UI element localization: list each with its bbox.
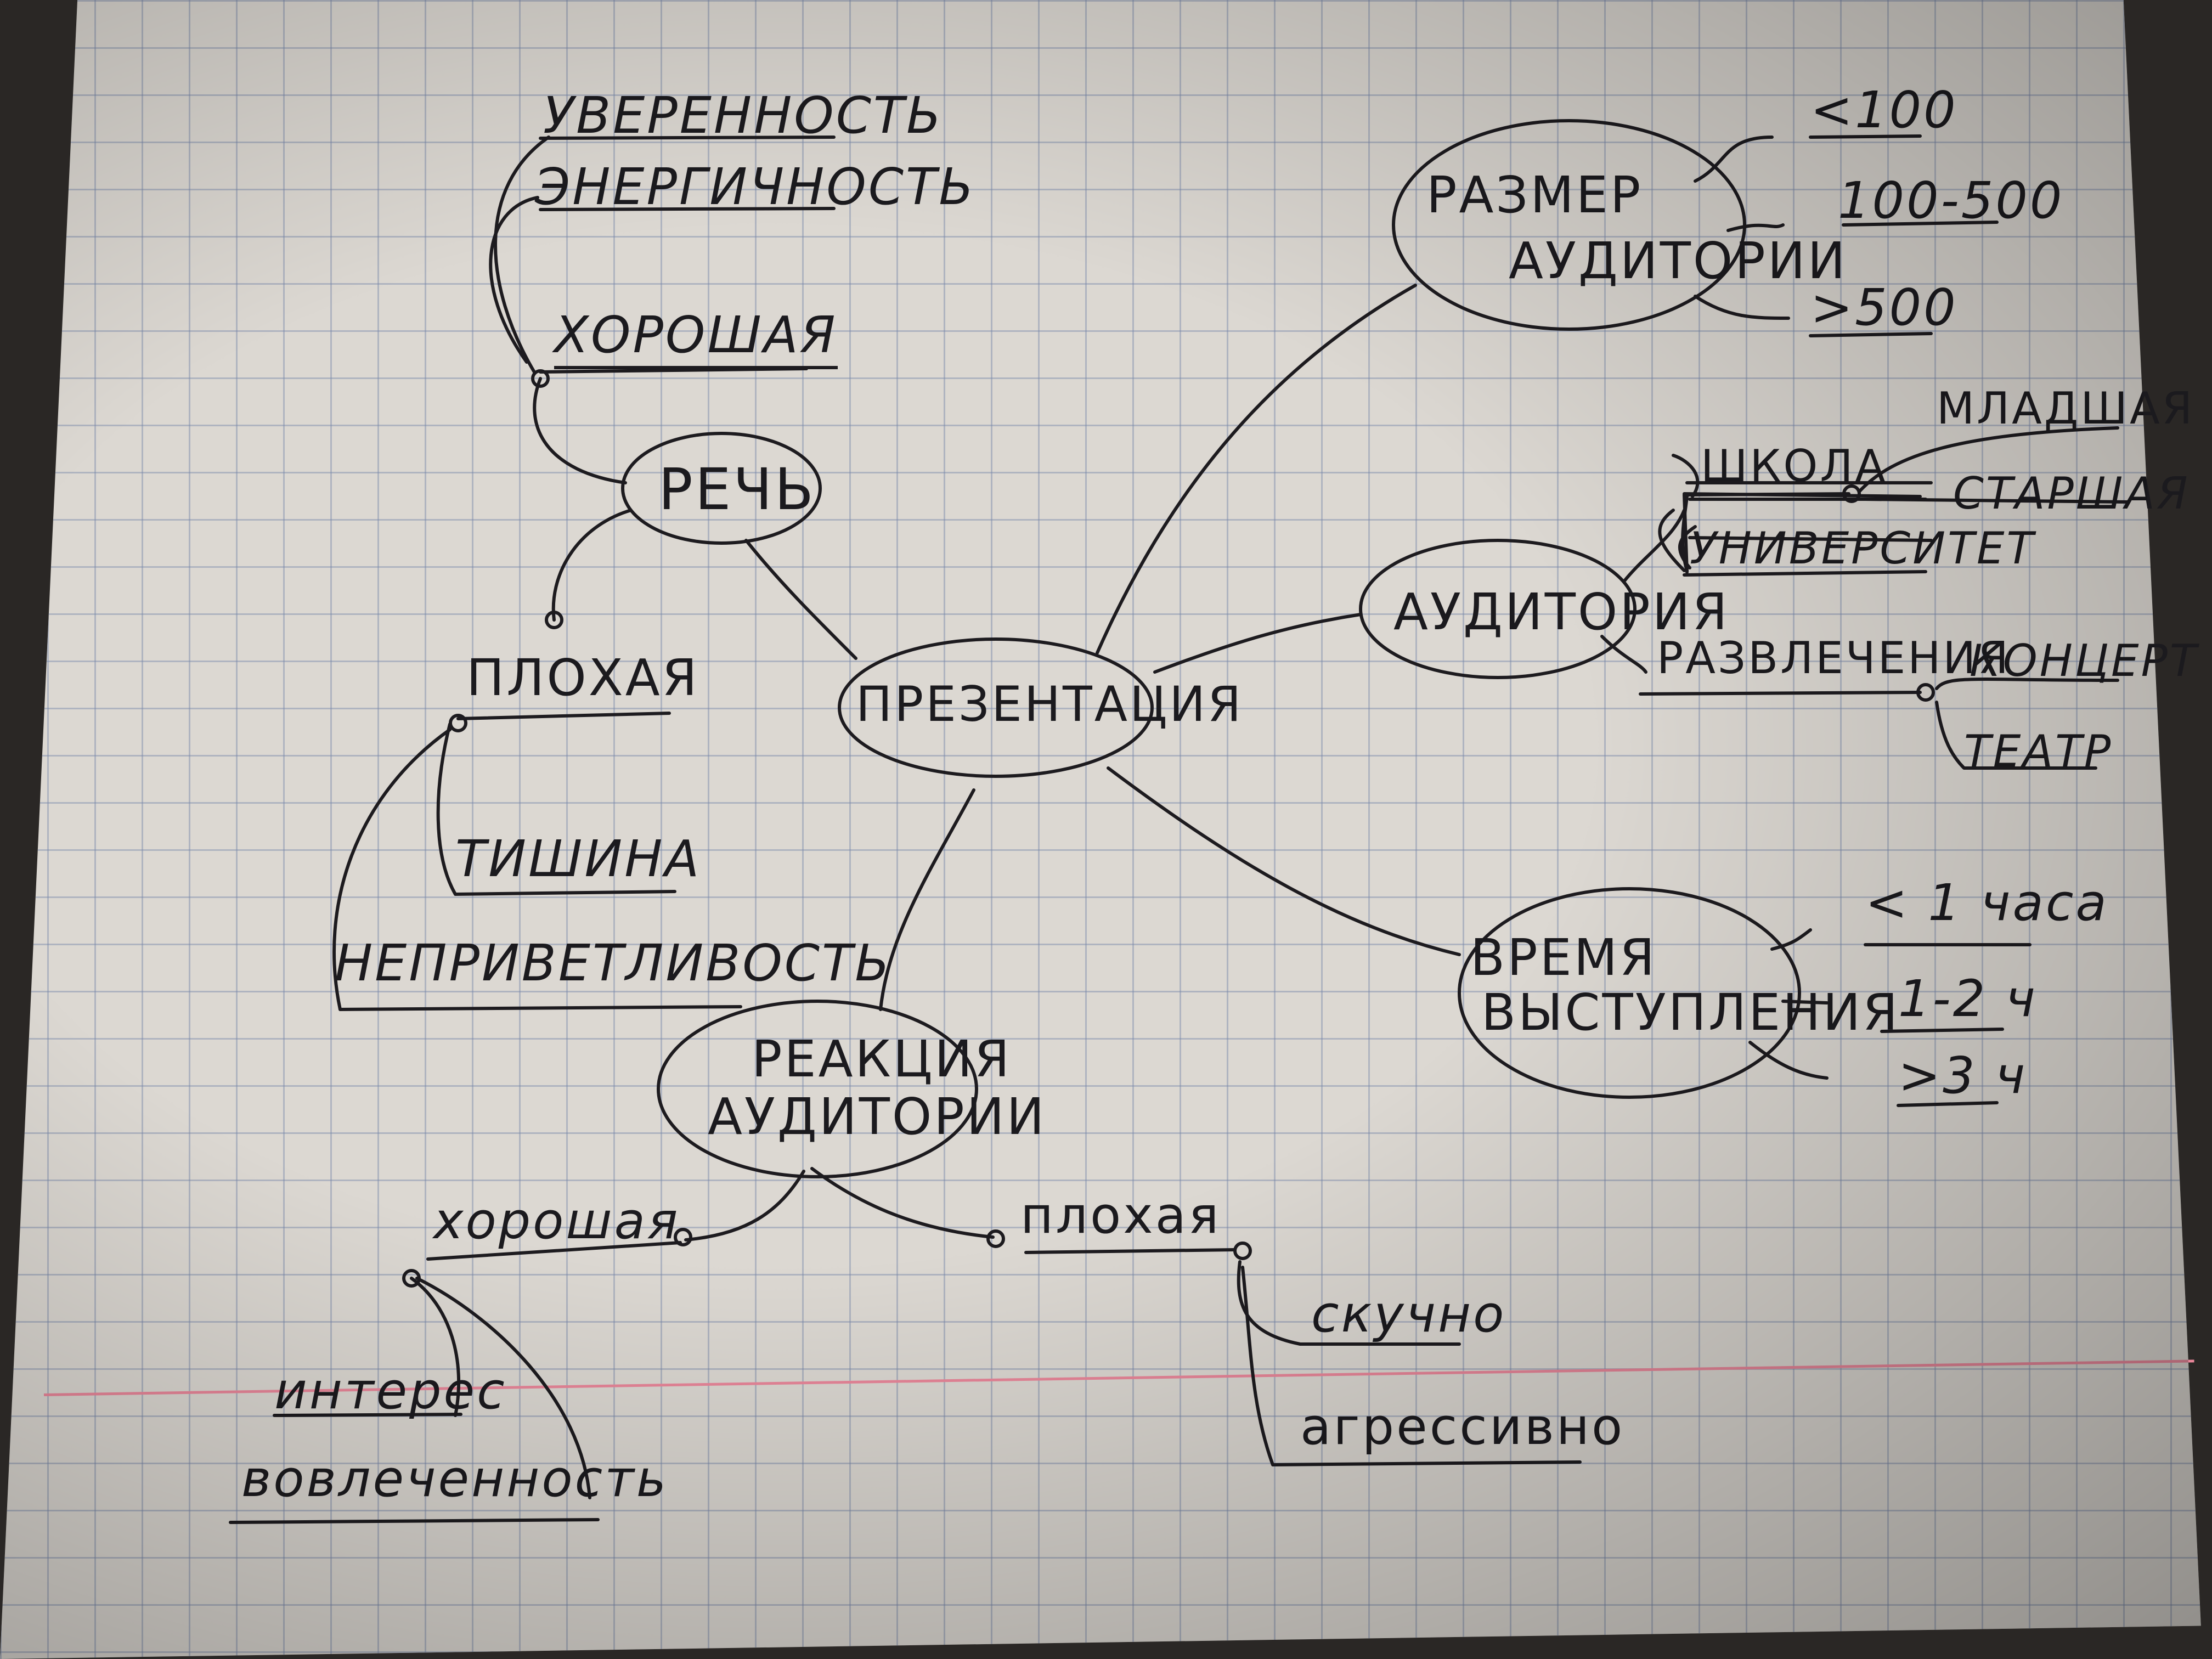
audience-entertainment-item: ТЕАТР [1964, 726, 2113, 777]
duration-item: < 1 часа [1865, 873, 2109, 932]
node-dot [674, 1228, 692, 1246]
edge-speech-good [533, 377, 627, 484]
duration-item: 1-2 ч [1898, 969, 2038, 1028]
edge-good-underline [539, 367, 808, 374]
center-node-label: ПРЕЗЕНТАЦИЯ [856, 676, 1244, 732]
edge-center-speech [744, 539, 857, 660]
reaction-node-label-1: РЕАКЦИЯ [752, 1030, 1012, 1088]
speech-node-oval [621, 432, 822, 545]
edge-center-size [1096, 284, 1417, 654]
reaction-bad-label: плохая [1020, 1186, 1221, 1245]
audience-size-item: <100 [1810, 81, 1958, 139]
audience-school-item: МЛАДШАЯ [1937, 383, 2195, 434]
node-dot [1233, 1242, 1252, 1260]
edge-bad-brace2 [332, 728, 452, 1011]
audience-size-item: >500 [1810, 278, 1958, 337]
audience-school-item: СТАРШАЯ [1953, 468, 2190, 519]
edge-center-reaction [879, 788, 975, 1011]
audience-size-node-label-1: РАЗМЕР [1426, 166, 1643, 224]
edge-center-duration [1107, 766, 1461, 956]
speech-good-item: ЭНЕРГИЧНОСТЬ [535, 157, 976, 216]
speech-bad-item: ТИШИНА [455, 830, 702, 888]
audience-entertainment-item: КОНЦЕРТ [1970, 635, 2199, 686]
speech-good-label: ХОРОШАЯ [554, 310, 838, 369]
duration-node-label-2: ВЫСТУПЛЕНИЯ [1481, 983, 1900, 1042]
audience-university: УНИВЕРСИТЕТ [1690, 523, 2036, 574]
audience-size-node-label-2: АУДИТОРИИ [1509, 232, 1848, 290]
node-dot [986, 1229, 1005, 1248]
speech-good-item: УВЕРЕННОСТЬ [543, 86, 944, 145]
reaction-good-item: интерес [274, 1362, 507, 1420]
node-dot [545, 611, 563, 629]
reaction-node-oval [657, 1000, 978, 1178]
school-line [1685, 492, 1850, 496]
edge-bad-brace [436, 723, 457, 896]
audience-entertainment-label: РАЗВЛЕЧЕНИЯ [1657, 633, 2011, 684]
edge-center-audience [1153, 613, 1362, 674]
edge-good-brace2 [489, 196, 539, 364]
duration-item: >3 ч [1898, 1046, 2028, 1105]
audience-school-label: ШКОЛА [1701, 441, 1888, 492]
audience-node-label: АУДИТОРИЯ [1393, 583, 1730, 641]
edge-speech-bad [551, 509, 633, 622]
duration-node-oval [1458, 887, 1801, 1099]
reaction-good-label: хорошая [433, 1192, 680, 1250]
node-dot [1842, 484, 1861, 503]
center-node-oval [838, 637, 1154, 778]
reaction-bad-item: агрессивно [1300, 1397, 1625, 1456]
speech-bad-label: ПЛОХАЯ [466, 648, 699, 707]
audience-size-node-oval [1392, 119, 1746, 331]
reaction-node-label-2: АУДИТОРИИ [708, 1087, 1047, 1146]
speech-bad-item: НЕПРИВЕТЛИВОСТЬ [335, 934, 892, 992]
reaction-bad-item: скучно [1311, 1285, 1506, 1344]
reaction-good-item: вовлеченность [241, 1449, 669, 1508]
duration-node-label-1: ВРЕМЯ [1470, 928, 1657, 987]
node-dot [1916, 683, 1935, 702]
audience-node-oval [1359, 539, 1637, 679]
audience-size-item: 100-500 [1838, 171, 2064, 230]
speech-node-label: РЕЧЬ [658, 456, 816, 523]
edge-good-brace [494, 136, 550, 375]
